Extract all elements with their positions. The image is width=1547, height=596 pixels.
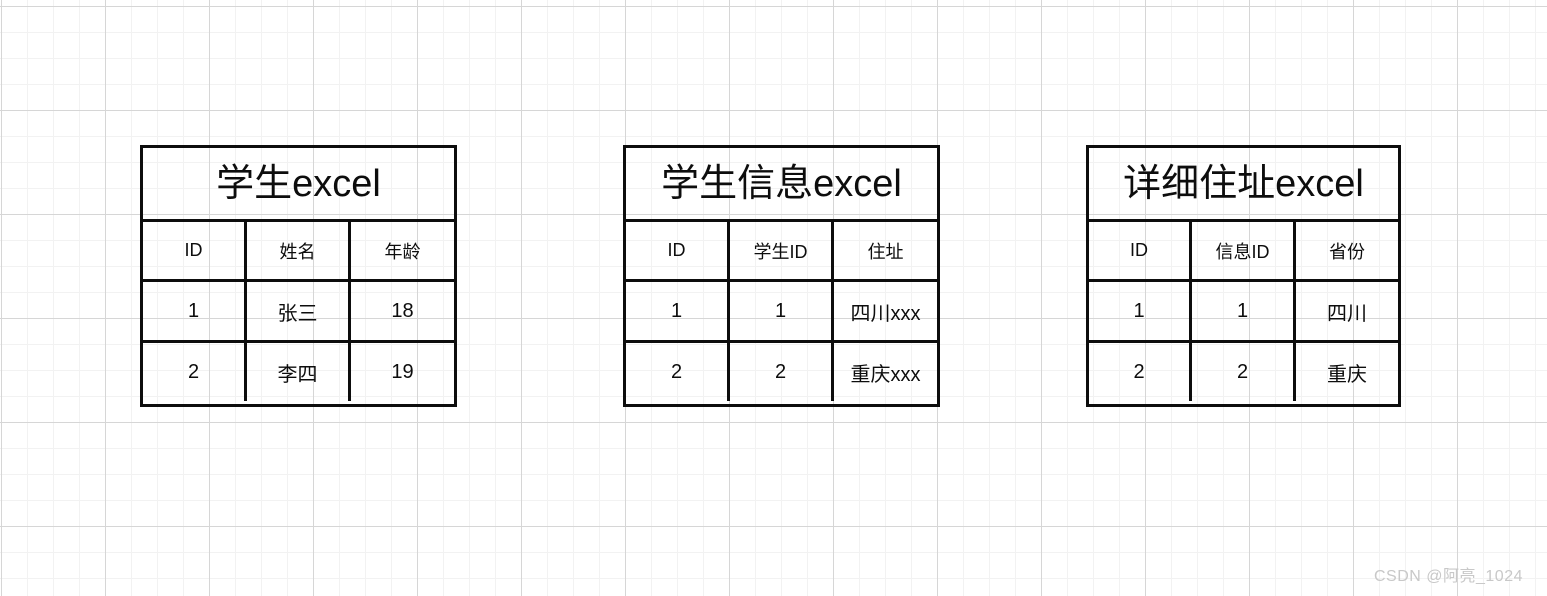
column-header-id: ID <box>626 222 730 279</box>
table-row: 2 李四 19 <box>143 343 454 401</box>
cell-info-id: 2 <box>1192 343 1296 401</box>
table-title: 学生信息excel <box>626 148 937 222</box>
cell-id: 1 <box>143 282 247 340</box>
table-title: 详细住址excel <box>1089 148 1398 222</box>
cell-age: 19 <box>391 360 414 383</box>
table-student-info-excel: 学生信息excel ID 学生ID 住址 1 1 四川xxx 2 2 重庆xxx <box>623 145 940 407</box>
cell-province: 四川 <box>1327 302 1367 325</box>
cell-id: 2 <box>143 343 247 401</box>
cell-id: 2 <box>1089 343 1192 401</box>
cell-id: 2 <box>626 343 730 401</box>
table-header-row: ID 信息ID 省份 <box>1089 222 1398 282</box>
table-student-excel: 学生excel ID 姓名 年龄 1 张三 18 2 李四 19 <box>140 145 457 407</box>
column-header-name: 姓名 <box>247 222 351 279</box>
column-header-info-id: 信息ID <box>1192 222 1296 279</box>
table-detail-address-excel: 详细住址excel ID 信息ID 省份 1 1 四川 2 2 重庆 <box>1086 145 1401 407</box>
column-header-age: 年龄 <box>384 241 421 262</box>
cell-student-id: 1 <box>730 282 834 340</box>
table-title: 学生excel <box>143 148 454 222</box>
cell-id: 1 <box>626 282 730 340</box>
cell-age: 18 <box>391 299 414 322</box>
table-row: 1 1 四川 <box>1089 282 1398 343</box>
cell-province: 重庆 <box>1327 363 1367 386</box>
table-row: 1 1 四川xxx <box>626 282 937 343</box>
column-header-address: 住址 <box>867 241 904 262</box>
cell-address: 四川xxx <box>850 302 921 325</box>
table-header-row: ID 学生ID 住址 <box>626 222 937 282</box>
watermark-text: CSDN @阿亮_1024 <box>1373 568 1523 585</box>
column-header-id: ID <box>143 222 247 279</box>
cell-id: 1 <box>1089 282 1192 340</box>
table-header-row: ID 姓名 年龄 <box>143 222 454 282</box>
column-header-student-id: 学生ID <box>730 222 834 279</box>
cell-name: 李四 <box>247 343 351 401</box>
cell-info-id: 1 <box>1192 282 1296 340</box>
cell-address: 重庆xxx <box>850 363 921 386</box>
table-row: 1 张三 18 <box>143 282 454 343</box>
table-row: 2 2 重庆xxx <box>626 343 937 401</box>
cell-student-id: 2 <box>730 343 834 401</box>
column-header-province: 省份 <box>1329 241 1365 262</box>
cell-name: 张三 <box>247 282 351 340</box>
column-header-id: ID <box>1089 222 1192 279</box>
table-row: 2 2 重庆 <box>1089 343 1398 401</box>
